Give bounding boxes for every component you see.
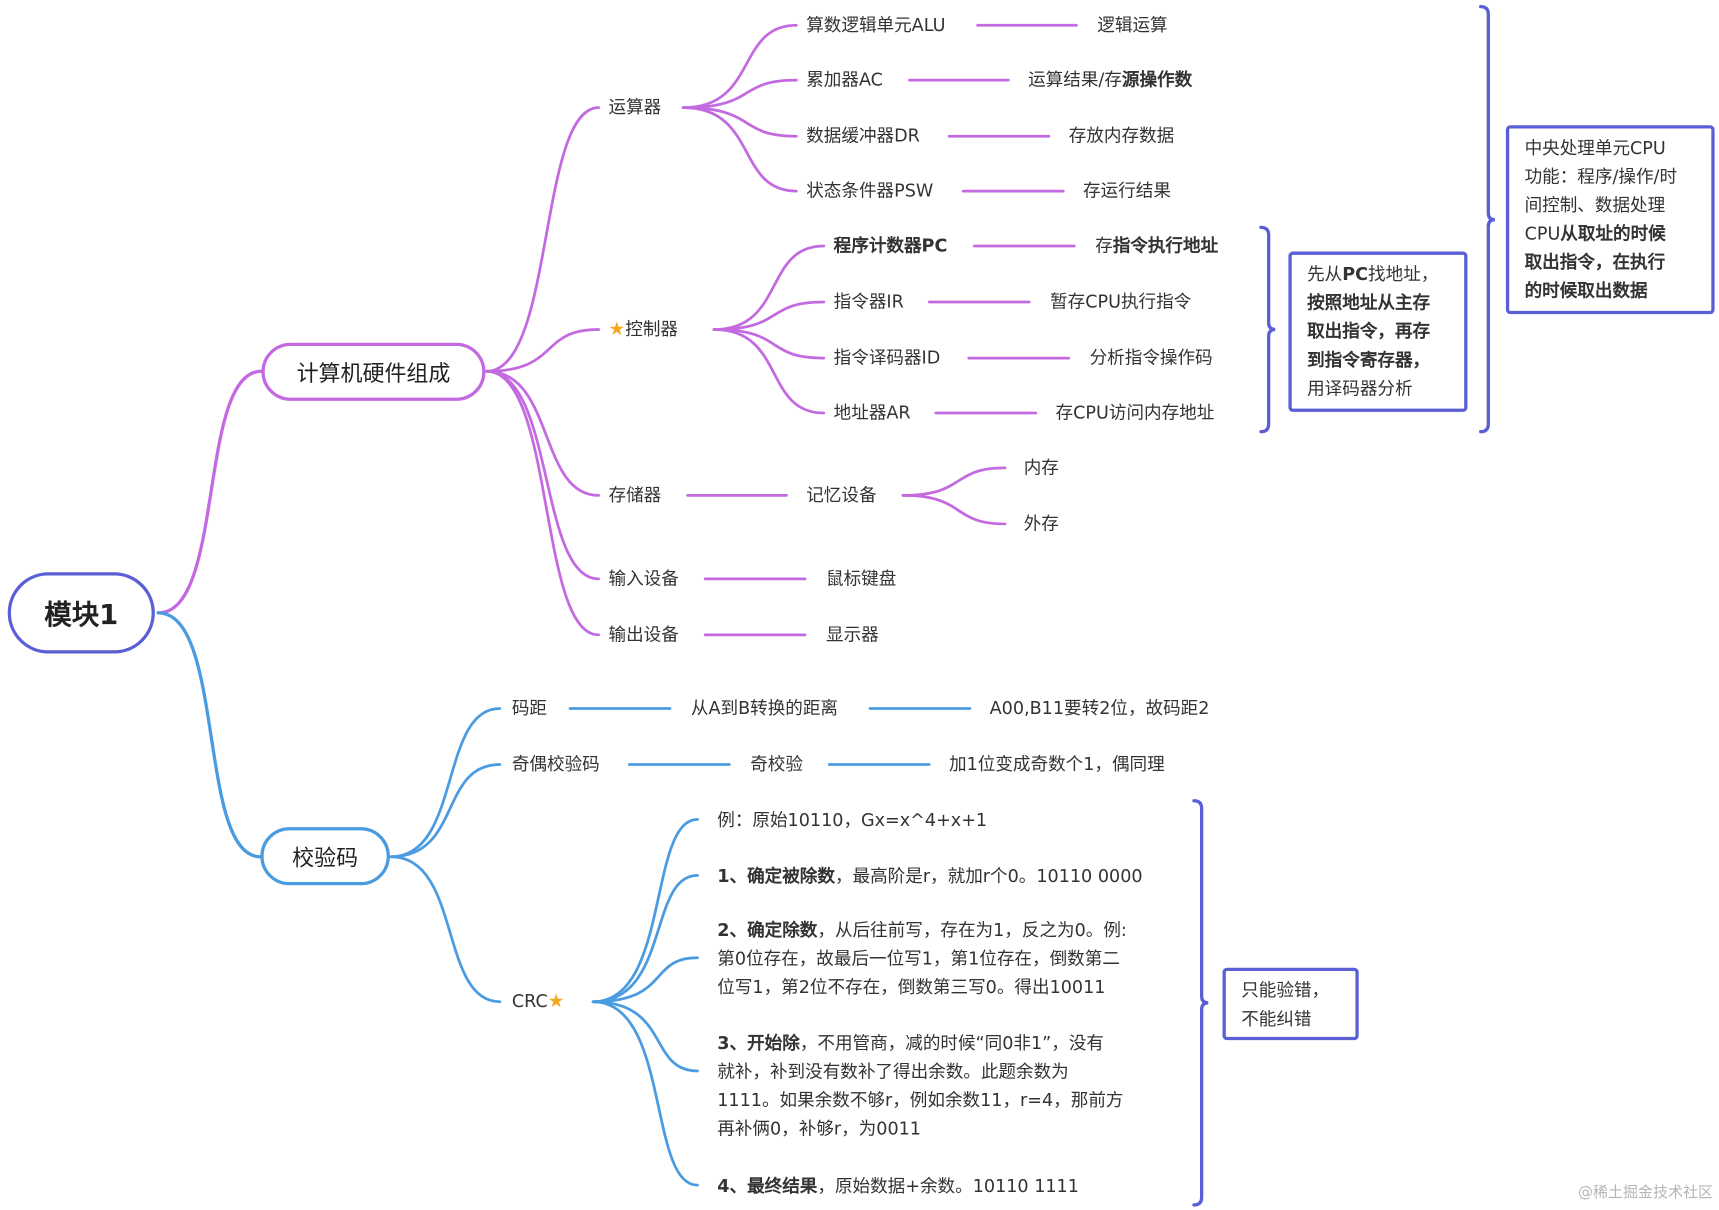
dr-item-desc[interactable]: 存放内存数据 [1068, 125, 1175, 147]
alu-group-node[interactable]: 运算器 [608, 96, 662, 118]
ar-item-desc[interactable]: 存CPU访问内存地址 [1055, 402, 1215, 423]
crc-note-box[interactable]: 只能验错， 不能纠错 [1222, 967, 1359, 1041]
crc-step-4[interactable]: 4、最终结果，原始数据+余数。10110 1111 [717, 1175, 1079, 1197]
parity-mid[interactable]: 奇校验 [750, 753, 803, 775]
crc-node[interactable]: CRC★ [511, 990, 565, 1013]
external-memory-node[interactable]: 外存 [1023, 512, 1059, 534]
control-note-box[interactable]: 先从PC找地址， 按照地址从主存 取出指令，再存 到指令寄存器， 用译码器分析 [1288, 251, 1468, 412]
root-node[interactable]: 模块1 [7, 572, 155, 654]
input-device-node[interactable]: 输入设备 [608, 567, 679, 589]
output-device-desc[interactable]: 显示器 [825, 623, 879, 645]
psw-item-node[interactable]: 状态条件器PSW [806, 180, 934, 202]
crc-step-3[interactable]: 3、开始除，不用管商，减的时候“同0非1”，没有 就补，补到没有数补了得出余数。… [717, 1032, 1124, 1140]
link-root-checkcode [156, 611, 262, 859]
ar-item-node[interactable]: 地址器AR [833, 402, 911, 423]
crc-example[interactable]: 例：原始10110，Gx=x^4+x+1 [717, 809, 988, 831]
pc-item-desc[interactable]: 存指令执行地址 [1095, 235, 1219, 256]
input-device-desc[interactable]: 鼠标键盘 [825, 567, 897, 589]
id-item-desc[interactable]: 分析指令操作码 [1089, 347, 1213, 368]
bracket-control [1259, 225, 1276, 434]
code-distance-mid[interactable]: 从A到B转换的距离 [690, 697, 839, 719]
bracket-crc [1192, 799, 1209, 1207]
dr-item-node[interactable]: 数据缓冲器DR [806, 125, 920, 147]
watermark: @稀土掘金技术社区 [1577, 1183, 1713, 1201]
link-root-hardware [156, 369, 264, 615]
psw-item-desc[interactable]: 存运行结果 [1083, 180, 1171, 202]
ir-item-node[interactable]: 指令器IR [833, 291, 904, 312]
crc-step-1[interactable]: 1、确定被除数，最高阶是r，就加r个0。10110 0000 [717, 865, 1143, 887]
ac-item-node[interactable]: 累加器AC [806, 69, 883, 91]
ac-item-desc[interactable]: 运算结果/存源操作数 [1028, 69, 1193, 91]
crc-step-2[interactable]: 2、确定除数，从后往前写，存在为1，反之为0。例: 第0位存在，故最后一位写1，… [717, 919, 1127, 998]
hardware-node[interactable]: 计算机硬件组成 [261, 342, 486, 401]
pc-item-node[interactable]: 程序计数器PC [833, 235, 948, 256]
alu-item-desc[interactable]: 逻辑运算 [1097, 14, 1168, 36]
output-device-node[interactable]: 输出设备 [608, 623, 679, 645]
internal-memory-node[interactable]: 内存 [1023, 456, 1059, 478]
id-item-node[interactable]: 指令译码器ID [833, 347, 941, 368]
star-icon: ★ [547, 990, 565, 1013]
code-distance-node[interactable]: 码距 [511, 697, 548, 719]
ir-item-desc[interactable]: 暂存CPU执行指令 [1050, 291, 1192, 312]
code-distance-desc[interactable]: A00,B11要转2位，故码距2 [989, 697, 1210, 719]
parity-node[interactable]: 奇偶校验码 [511, 753, 600, 775]
control-group-node[interactable]: ★控制器 [608, 318, 679, 341]
parity-desc[interactable]: 加1位变成奇数个1，偶同理 [949, 753, 1165, 775]
bracket-cpu [1478, 4, 1496, 434]
storage-node[interactable]: 存储器 [608, 484, 662, 506]
star-icon: ★ [608, 318, 626, 341]
checkcode-node[interactable]: 校验码 [260, 827, 390, 886]
alu-item-node[interactable]: 算数逻辑单元ALU [806, 14, 946, 36]
cpu-note-box[interactable]: 中央处理单元CPU 功能：程序/操作/时 间控制、数据处理 CPU从取址的时候 … [1505, 125, 1715, 315]
memory-device-node[interactable]: 记忆设备 [806, 484, 877, 506]
